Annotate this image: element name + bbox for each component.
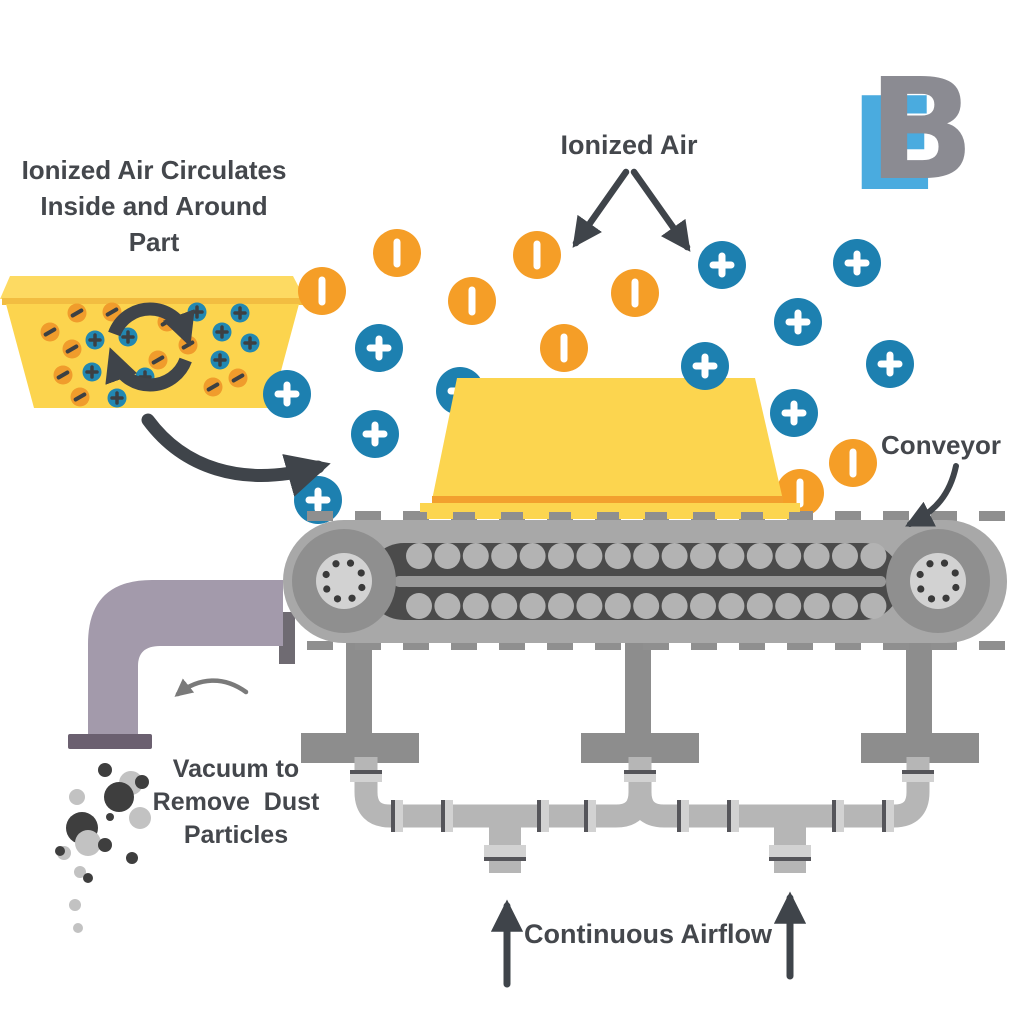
- conveyor-edge-tabs: [307, 511, 1005, 650]
- tray-caption-line: Inside and Around: [40, 191, 268, 221]
- conveyor-label: Conveyor: [881, 430, 1001, 460]
- continuous-airflow-label: Continuous Airflow: [524, 919, 772, 949]
- tray-lid-edge: [2, 298, 305, 305]
- positive-ion: [355, 324, 403, 372]
- dust-particle: [98, 838, 112, 852]
- positive-ion: [263, 370, 311, 418]
- tray-caption-line: Ionized Air Circulates: [21, 155, 287, 185]
- dust-particle: [75, 830, 101, 856]
- air-outlet-right: [774, 814, 806, 873]
- conveyor-center-bar: [394, 576, 886, 587]
- wheel-bolt-dots: [322, 559, 960, 603]
- vacuum-duct: [68, 580, 295, 749]
- ionizer-particle: [373, 229, 421, 277]
- dust-particle: [135, 775, 149, 789]
- vacuum-flange: [68, 734, 152, 749]
- part-base-tabs: [427, 510, 789, 519]
- dust-particle: [69, 899, 81, 911]
- part-base: [420, 503, 800, 512]
- conveyor-machine: [283, 511, 1007, 650]
- part-on-conveyor: [420, 378, 800, 519]
- support-frame: [301, 630, 979, 763]
- positive-ion: [681, 342, 729, 390]
- ionizer-particle: [829, 439, 877, 487]
- dust-particle: [83, 873, 93, 883]
- annotation-arrows: [141, 168, 959, 988]
- brand-logo: E B: [850, 49, 972, 196]
- part-base-line: [432, 496, 783, 503]
- tray-lid: [0, 276, 305, 299]
- vacuum-caption-line: Vacuum to: [172, 755, 300, 783]
- conveyor-wheels: [292, 529, 990, 633]
- air-outlet-left: [489, 814, 521, 873]
- vacuum-caption-line: Particles: [183, 821, 289, 849]
- dust-particle: [73, 923, 83, 933]
- vacuum-pointer-arrow: [174, 678, 249, 697]
- vacuum-caption: Vacuum to Remove Dust Particles: [148, 753, 324, 852]
- dust-particle: [104, 782, 134, 812]
- ion-field: [263, 229, 914, 487]
- dust-particle: [126, 852, 138, 864]
- positive-ion: [770, 389, 818, 437]
- conveyor-pointer-arrow: [905, 463, 959, 527]
- ionized-air-arrow-left: [572, 168, 630, 248]
- part-body: [432, 378, 783, 500]
- parts-tray: [0, 276, 305, 408]
- tray-to-conveyor-arrow: [141, 413, 331, 497]
- logo-letter-b: B: [868, 49, 972, 196]
- positive-ion: [698, 241, 746, 289]
- positive-ion: [833, 239, 881, 287]
- ionizer-particle: [540, 324, 588, 372]
- tray-caption-line: Part: [128, 227, 180, 257]
- circulation-arrows-icon: [105, 302, 195, 392]
- dust-particle: [106, 813, 114, 821]
- tray-caption: Ionized Air Circulates Inside and Around…: [8, 152, 300, 260]
- vacuum-pipe: [88, 580, 283, 734]
- ionized-air-arrow-right: [630, 168, 691, 252]
- dust-particle: [74, 866, 86, 878]
- ionizer-particle: [611, 269, 659, 317]
- logo-letter-e: E: [850, 71, 937, 196]
- dust-particle: [55, 846, 65, 856]
- dust-particle: [129, 807, 151, 829]
- dust-particles: [55, 763, 151, 933]
- ionizer-particle: [298, 267, 346, 315]
- positive-ion: [351, 410, 399, 458]
- dust-particle: [69, 789, 85, 805]
- conveyor-rollers: [406, 543, 887, 619]
- ionized-air-label: Ionized Air: [560, 130, 698, 160]
- ionizer-particle: [448, 277, 496, 325]
- ionizer-particle: [513, 231, 561, 279]
- dust-particle: [98, 763, 112, 777]
- positive-ion: [774, 298, 822, 346]
- pipe-couplings: [350, 770, 934, 832]
- vacuum-caption-line: Remove Dust: [152, 788, 320, 816]
- airflow-piping: [350, 757, 934, 873]
- positive-ion: [866, 340, 914, 388]
